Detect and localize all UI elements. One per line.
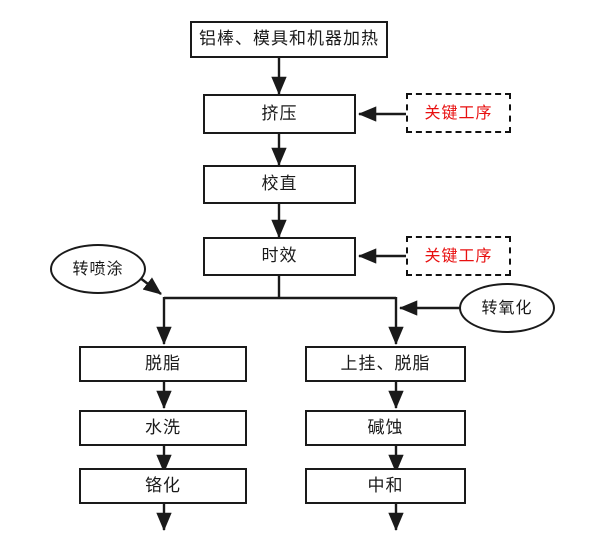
node-heating[interactable]: 铝棒、模具和机器加热 xyxy=(190,21,388,58)
node-aging-label: 时效 xyxy=(261,246,298,266)
note-key-process-extrusion-label: 关键工序 xyxy=(424,103,493,122)
node-straighten-label: 校直 xyxy=(261,174,298,194)
branch-to-spray-coating-label: 转喷涂 xyxy=(72,259,124,278)
branch-to-spray-coating[interactable]: 转喷涂 xyxy=(50,244,146,294)
branch-to-anodizing-label: 转氧化 xyxy=(481,298,533,317)
branch-to-anodizing[interactable]: 转氧化 xyxy=(459,283,555,333)
node-alkali-etch[interactable]: 碱蚀 xyxy=(305,410,466,446)
node-straighten[interactable]: 校直 xyxy=(203,165,356,204)
note-key-process-extrusion[interactable]: 关键工序 xyxy=(406,93,511,133)
node-aging[interactable]: 时效 xyxy=(203,237,356,276)
node-extrusion-label: 挤压 xyxy=(261,103,298,124)
node-water-wash-label: 水洗 xyxy=(145,417,181,438)
node-neutralize[interactable]: 中和 xyxy=(305,468,466,504)
node-degrease-label: 脱脂 xyxy=(145,353,181,374)
node-rack-degrease[interactable]: 上挂、脱脂 xyxy=(305,346,466,382)
node-degrease[interactable]: 脱脂 xyxy=(79,346,247,382)
node-chromate-label: 铬化 xyxy=(145,475,181,496)
node-rack-degrease-label: 上挂、脱脂 xyxy=(340,353,431,374)
node-extrusion[interactable]: 挤压 xyxy=(203,94,356,134)
note-key-process-aging-label: 关键工序 xyxy=(424,246,493,265)
node-chromate[interactable]: 铬化 xyxy=(79,468,247,504)
node-alkali-etch-label: 碱蚀 xyxy=(367,417,404,438)
node-neutralize-label: 中和 xyxy=(367,475,404,496)
node-heating-label: 铝棒、模具和机器加热 xyxy=(199,29,379,49)
node-water-wash[interactable]: 水洗 xyxy=(79,410,247,446)
note-key-process-aging[interactable]: 关键工序 xyxy=(406,236,511,276)
